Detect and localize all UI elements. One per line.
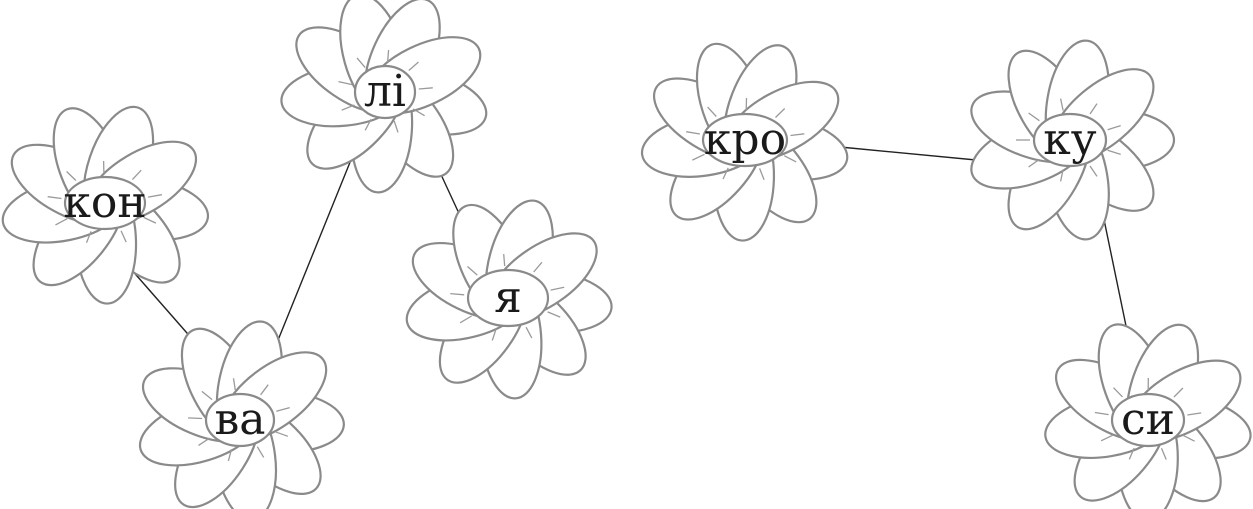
flower-li: лі (280, 0, 488, 194)
arrow-va-li (271, 143, 358, 356)
petal-vein (412, 108, 425, 117)
petal-vein (467, 266, 478, 276)
petal-vein (356, 57, 366, 69)
petal-vein (55, 218, 68, 226)
syllable-label: кро (704, 114, 786, 165)
petal-vein (450, 292, 465, 296)
petal-vein (1089, 165, 1098, 177)
syllable-label: ку (1043, 114, 1097, 165)
petal-vein (1089, 103, 1098, 115)
petal-vein (47, 196, 62, 200)
petal-vein (783, 155, 797, 163)
petal-vein (775, 108, 786, 118)
flower-kon: кон (1, 105, 210, 305)
petal-vein (758, 168, 765, 181)
petal-vein (1160, 447, 1167, 460)
flower-ku: ку (970, 39, 1176, 241)
petal-vein (1059, 98, 1064, 111)
petal-vein (1100, 434, 1114, 442)
petal-vein (1094, 411, 1109, 416)
petal-vein (232, 378, 236, 391)
petal-vein (147, 194, 163, 198)
petal-vein (491, 328, 497, 341)
syllable-label: лі (364, 66, 406, 117)
petal-vein (364, 118, 372, 131)
syllable-label: я (494, 272, 522, 323)
petal-vein (131, 169, 142, 181)
petal-vein (276, 406, 290, 412)
flower-center (701, 112, 789, 168)
petal-vein (341, 104, 355, 111)
flower-center (353, 64, 417, 120)
petal-vein (503, 254, 506, 267)
petal-vein (692, 153, 705, 161)
petal-vein (227, 449, 233, 462)
petal-vein (393, 120, 399, 133)
petal-vein (120, 230, 127, 243)
petal-vein (790, 133, 805, 137)
syllable-label: кон (63, 177, 146, 228)
flower-sy: си (1044, 323, 1252, 509)
petal-vein (1107, 124, 1121, 131)
petal-vein (198, 437, 211, 446)
petal-vein (533, 261, 543, 273)
flower-ya: я (405, 199, 613, 400)
petal-vein (1128, 447, 1135, 460)
flower-center (204, 392, 276, 448)
petal-vein (1107, 149, 1121, 156)
petal-vein (1173, 387, 1184, 398)
flower-center (1032, 112, 1108, 168)
petal-vein (1059, 169, 1064, 182)
petal-vein (188, 417, 203, 420)
petal-vein (1028, 158, 1040, 168)
flower-center (466, 268, 550, 328)
syllable-label: ва (214, 394, 265, 445)
petal-vein (550, 286, 565, 291)
petal-vein (707, 106, 717, 117)
petal-vein (408, 61, 419, 71)
petal-vein (547, 311, 561, 318)
petal-vein (260, 384, 269, 396)
petal-vein (256, 446, 265, 458)
petal-vein (686, 131, 701, 135)
petal-vein (1187, 412, 1202, 416)
arrow-kro-ku (839, 146, 999, 166)
petal-vein (1028, 112, 1040, 122)
flower-center (63, 175, 147, 231)
flower-va: ва (138, 320, 345, 509)
petal-vein (722, 167, 729, 180)
petal-vein (201, 390, 213, 401)
petal-vein (459, 315, 472, 324)
petal-vein (338, 80, 353, 86)
flower-center (1110, 392, 1186, 448)
syllable-label: си (1121, 394, 1175, 445)
petal-vein (143, 216, 157, 224)
flower-kro: кро (640, 42, 849, 242)
petal-vein (418, 87, 433, 90)
petal-vein (386, 50, 390, 63)
petal-vein (525, 326, 533, 339)
petal-vein (85, 231, 92, 244)
petal-vein (1113, 387, 1123, 398)
petal-vein (1182, 434, 1195, 442)
petal-vein (274, 431, 289, 437)
petal-vein (66, 171, 77, 181)
